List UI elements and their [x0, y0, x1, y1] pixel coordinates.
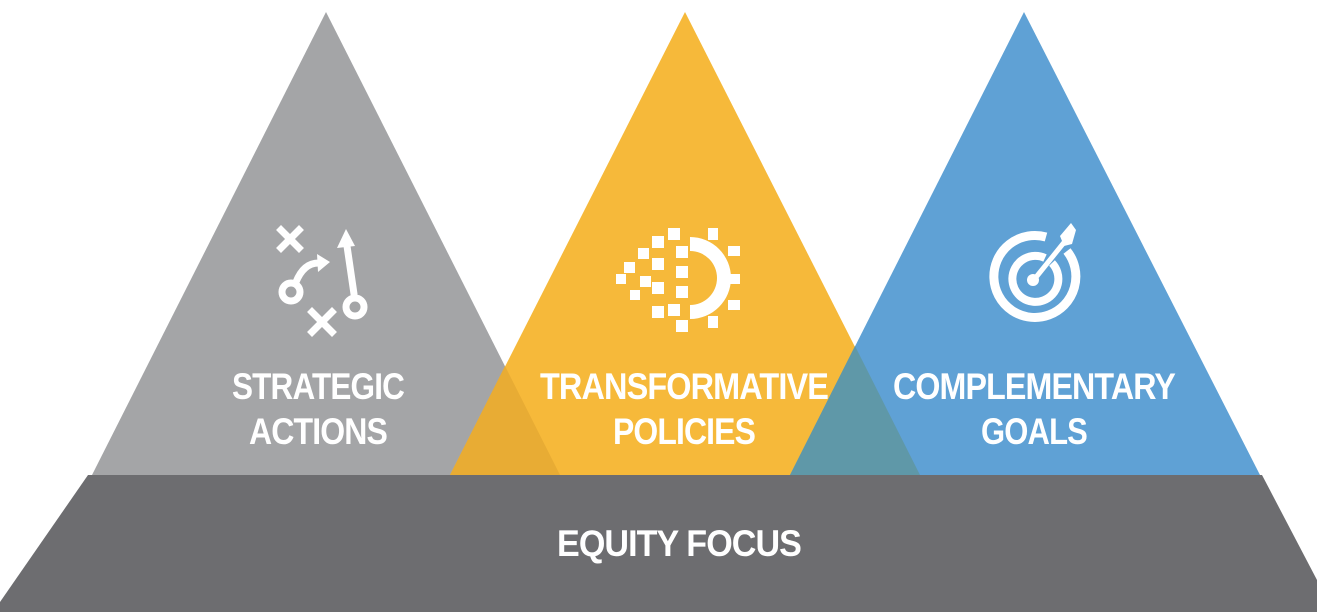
equity-base-band [0, 475, 1317, 612]
complementary-label-line1: COMPLEMENTARY [893, 366, 1176, 407]
strategic-label-line1: STRATEGIC [232, 366, 404, 407]
transformative-label-line2: POLICIES [613, 411, 755, 452]
complementary-triangle [790, 12, 1260, 475]
transformative-label-line1: TRANSFORMATIVE [540, 366, 828, 407]
digital-gear-icon [616, 228, 740, 332]
equity-focus-label: EQUITY FOCUS [557, 523, 801, 564]
transformative-triangle [450, 12, 920, 475]
complementary-label-line2: GOALS [981, 411, 1087, 452]
strategic-triangle [92, 12, 560, 475]
overlap-strategic-transformative [450, 366, 560, 475]
playbook-icon [276, 225, 368, 337]
overlap-transformative-complementary [790, 346, 920, 475]
target-icon [989, 223, 1081, 322]
strategic-label-line2: ACTIONS [249, 411, 387, 452]
